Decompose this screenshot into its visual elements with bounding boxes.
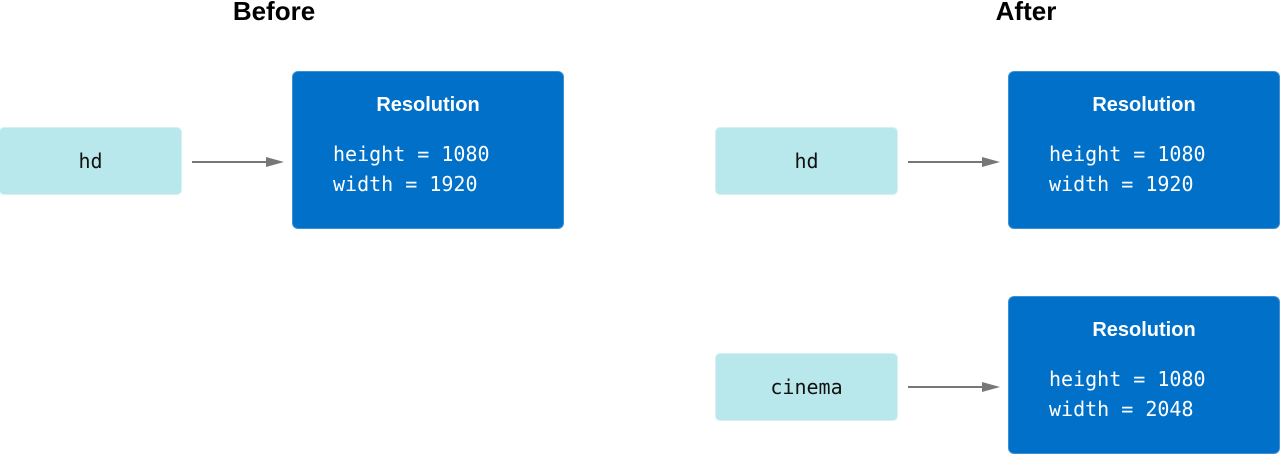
struct-width-property: width = 2048 [1049, 397, 1194, 421]
struct-title: Resolution [1092, 319, 1196, 341]
struct-height-property: height = 1080 [1049, 142, 1206, 166]
reference-arrow [908, 157, 1000, 167]
variable-label: cinema [770, 375, 843, 399]
resolution-struct-box-cinema-after: Resolution height = 1080 width = 2048 [1009, 297, 1279, 453]
struct-title: Resolution [376, 94, 480, 116]
resolution-struct-box-hd-after: Resolution height = 1080 width = 1920 [1009, 72, 1279, 228]
before-heading: Before [232, 0, 316, 26]
struct-height-property: height = 1080 [1049, 367, 1206, 391]
reference-arrow [192, 157, 284, 167]
variable-label: hd [794, 149, 819, 173]
variable-label: hd [78, 149, 103, 173]
variable-box-hd-after: hd [716, 128, 897, 194]
variable-box-hd-before: hd [0, 128, 181, 194]
struct-title: Resolution [1092, 94, 1196, 116]
struct-width-property: width = 1920 [333, 172, 478, 196]
reference-arrow [908, 382, 1000, 392]
after-heading: After [995, 0, 1057, 26]
struct-height-property: height = 1080 [333, 142, 490, 166]
resolution-struct-box-before: Resolution height = 1080 width = 1920 [293, 72, 563, 228]
struct-width-property: width = 1920 [1049, 172, 1194, 196]
variable-box-cinema-after: cinema [716, 354, 897, 420]
